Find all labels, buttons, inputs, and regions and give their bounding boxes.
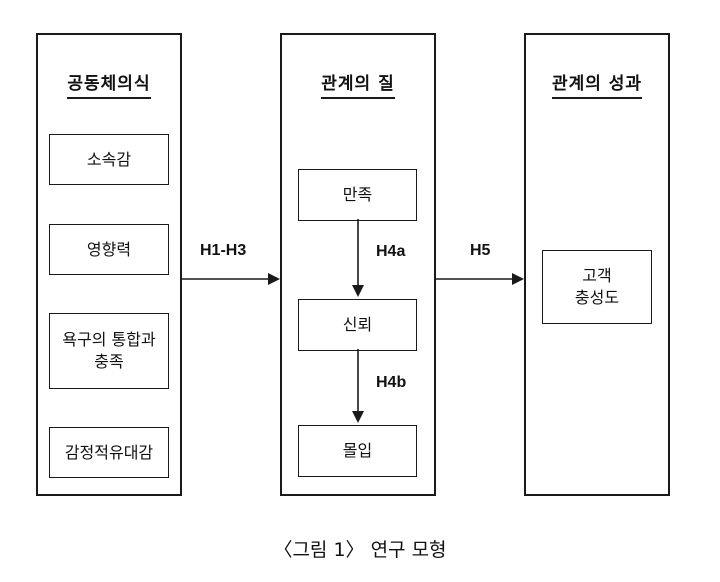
column-title-text: 관계의 질 [321,74,395,99]
label-h4b: H4b [376,374,407,391]
arrowhead-h1-h3 [268,273,280,285]
figure-caption: 〈그림 1〉 연구 모형 [273,539,447,561]
column-title-community-consciousness: 공동체의식 [38,69,180,99]
construct-box-trust: 신뢰 [298,299,417,351]
arrowhead-h4a [352,285,364,297]
column-community-consciousness: 공동체의식 소속감 영향력 욕구의 통합과 충족 감정적유대감 [36,33,182,496]
construct-box-influence: 영향력 [49,224,169,275]
column-title-relationship-outcome: 관계의 성과 [526,69,668,99]
label-h1-h3: H1-H3 [200,242,247,259]
column-relationship-outcome: 관계의 성과 고객 충성도 [524,33,670,496]
column-title-text: 공동체의식 [67,74,151,99]
column-title-text: 관계의 성과 [551,74,643,99]
label-h5: H5 [470,242,491,259]
construct-box-belonging: 소속감 [49,134,169,185]
arrowhead-h4b [352,411,364,423]
construct-box-commitment: 몰입 [298,425,417,477]
construct-box-emotional-bond: 감정적유대감 [49,427,169,478]
construct-box-satisfaction: 만족 [298,169,417,221]
construct-box-customer-loyalty: 고객 충성도 [542,250,652,324]
label-h4a: H4a [376,243,406,260]
arrowhead-h5 [512,273,524,285]
construct-box-needs-integration: 욕구의 통합과 충족 [49,313,169,389]
column-title-relationship-quality: 관계의 질 [282,69,434,99]
